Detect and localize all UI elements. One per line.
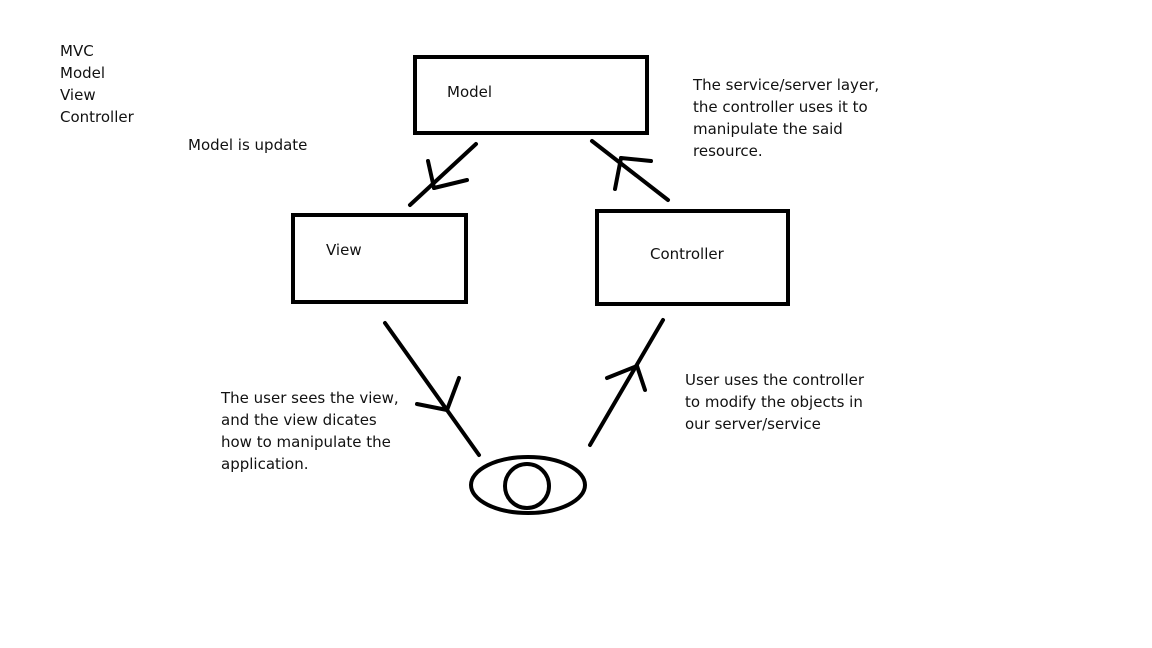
eye-icon [469,455,587,515]
arrow-icon [590,139,670,202]
controller-box: Controller [595,209,790,306]
view-note-line: how to manipulate the [221,433,391,451]
view-box-label: View [326,241,362,259]
view-note-line: application. [221,455,309,473]
model-note-line: manipulate the said [693,120,843,138]
model-box: Model [413,55,649,135]
controller-note: User uses the controller to modify the o… [685,369,864,435]
arrow-icon [383,321,481,457]
view-note: The user sees the view, and the view dic… [221,387,399,475]
legend-line: View [60,86,96,104]
mvc-legend: MVC Model View Controller [60,40,134,128]
controller-note-line: to modify the objects in [685,393,863,411]
controller-note-line: User uses the controller [685,371,865,389]
view-note-line: and the view dicates [221,411,377,429]
model-box-label: Model [447,83,493,101]
arrow-icon [408,142,478,207]
view-box: View [291,213,468,304]
legend-line: Model [60,64,106,82]
view-note-line: The user sees the view, [221,389,399,407]
model-note: The service/server layer, the controller… [693,74,879,162]
arrow-icon [588,318,665,447]
controller-box-label: Controller [650,245,724,263]
model-note-line: The service/server layer, [693,76,880,94]
model-note-line: the controller uses it to [693,98,868,116]
model-update-note: Model is update [188,136,308,154]
controller-note-line: our server/service [685,415,821,433]
legend-line: Controller [60,108,134,126]
legend-line: MVC [60,42,94,60]
model-note-line: resource. [693,142,763,160]
